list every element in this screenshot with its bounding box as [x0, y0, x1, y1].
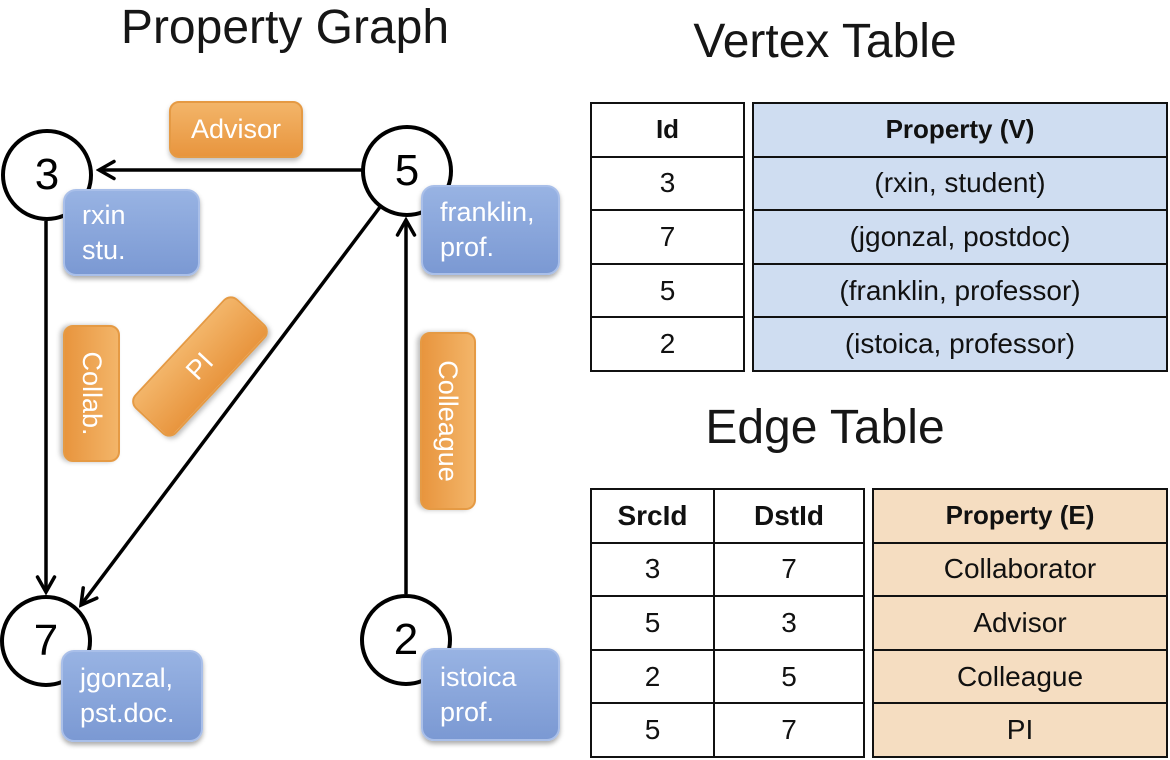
- edge-table-row: 3 7: [592, 541, 863, 596]
- vertex-property-line: prof.: [440, 696, 495, 727]
- edge-dstid-cell: 7: [781, 553, 797, 585]
- graph-node-5: 5: [361, 125, 453, 217]
- edge-dstid-cell: 3: [781, 606, 797, 638]
- edge-table-property-column: Property (E) Collaborator Advisor Collea…: [872, 488, 1168, 758]
- vertex-property-cell: (rxin, student): [754, 155, 1166, 210]
- edge-srcid-cell: 2: [592, 650, 715, 703]
- edge-table-dstid-header: DstId: [754, 499, 824, 531]
- vertex-property-line: prof.: [440, 232, 495, 262]
- vertex-property-line: franklin,: [440, 197, 535, 228]
- edge-label-colleague: Colleague: [420, 332, 476, 510]
- vertex-property-cell: (istoica, professor): [754, 316, 1166, 370]
- vertex-table-title: Vertex Table: [693, 15, 957, 68]
- vertex-id-cell: 7: [592, 209, 743, 263]
- vertex-property-cell: (franklin, professor): [754, 262, 1166, 317]
- edge-table: SrcId DstId 3 7 5 3 2 5 5 7 Property (E)…: [590, 488, 1168, 758]
- vertex-property-line: istoica: [440, 661, 517, 692]
- edge-table-title: Edge Table: [705, 401, 945, 454]
- vertex-property-line: pst.doc.: [80, 698, 175, 728]
- edge-srcid-cell: 5: [592, 704, 715, 756]
- node-id-label: 5: [394, 146, 420, 195]
- edge-table-src-dst-columns: SrcId DstId 3 7 5 3 2 5 5 7: [590, 488, 865, 758]
- edge-table-srcid-header: SrcId: [592, 490, 715, 542]
- vertex-property-line: rxin: [82, 199, 126, 230]
- property-graph-title: Property Graph: [120, 1, 450, 54]
- edge-dstid-cell: 7: [781, 714, 797, 746]
- vertex-table-property-column: Property (V) (rxin, student) (jgonzal, p…: [752, 102, 1168, 372]
- node-id-label: 2: [393, 615, 419, 664]
- vertex-property-box-istoica: istoica prof.: [421, 648, 560, 741]
- edge-srcid-cell: 5: [592, 597, 715, 649]
- edge-table-header-row: SrcId DstId: [592, 490, 863, 542]
- edge-table-property-header: Property (E): [945, 500, 1095, 531]
- vertex-property-cell: (jgonzal, postdoc): [754, 209, 1166, 263]
- vertex-property-box-franklin: franklin, prof.: [421, 185, 560, 275]
- vertex-property-line: stu.: [82, 234, 126, 265]
- vertex-id-cell: 3: [592, 155, 743, 210]
- vertex-id-cell: 5: [592, 262, 743, 317]
- edge-table-row: 2 5: [592, 648, 863, 703]
- edge-property-cell: Advisor: [874, 595, 1166, 649]
- edge-label-pi: PI: [128, 292, 272, 441]
- node-id-label: 3: [34, 150, 60, 199]
- edge-property-cell: Collaborator: [874, 541, 1166, 596]
- vertex-property-box-rxin: rxin stu.: [63, 189, 200, 276]
- vertex-table-property-header: Property (V): [885, 114, 1035, 145]
- edge-label-advisor: Advisor: [169, 101, 303, 158]
- edge-property-cell: Colleague: [874, 648, 1166, 703]
- vertex-table: Id 3 7 5 2 Property (V) (rxin, student) …: [590, 102, 1168, 372]
- node-id-label: 7: [33, 616, 59, 665]
- vertex-property-line: jgonzal,: [80, 663, 174, 694]
- edge-label-collab: Collab.: [63, 325, 120, 462]
- graph-node-2: 2: [360, 594, 452, 686]
- edge-table-row: 5 3: [592, 595, 863, 649]
- vertex-table-id-column: Id 3 7 5 2: [590, 102, 745, 372]
- vertex-property-box-jgonzal: jgonzal, pst.doc.: [61, 650, 203, 742]
- edge-srcid-cell: 3: [592, 543, 715, 596]
- edge-table-row: 5 7: [592, 702, 863, 756]
- edge-property-cell: PI: [874, 702, 1166, 756]
- edge-dstid-cell: 5: [781, 660, 797, 692]
- vertex-id-cell: 2: [592, 316, 743, 370]
- vertex-table-id-header: Id: [655, 114, 680, 145]
